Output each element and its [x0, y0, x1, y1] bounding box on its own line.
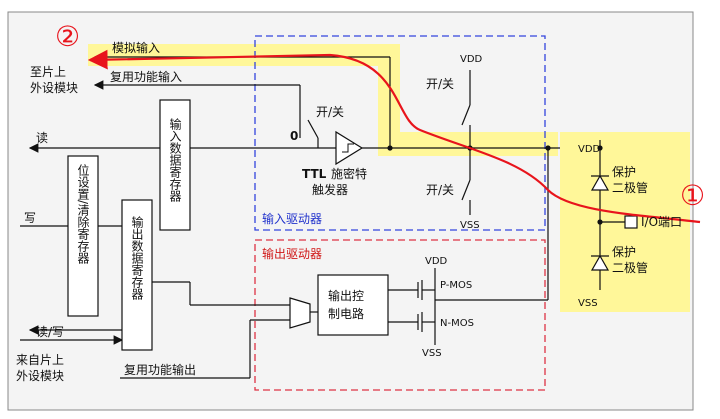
- vss-top-label: VSS: [460, 220, 480, 231]
- read-label: 读: [36, 131, 48, 145]
- output-driver-label: 输出驱动器: [262, 246, 322, 261]
- mos-transistors: [417, 280, 435, 332]
- switch-low-label: 开/关: [426, 183, 454, 197]
- analog-input-label: 模拟输入: [112, 40, 160, 55]
- schmitt-trigger-symbol: [318, 130, 364, 166]
- red-signal-path: [87, 49, 701, 224]
- switch-top-label: 开/关: [316, 105, 344, 119]
- from-onchip-line2: 外设模块: [16, 369, 64, 383]
- mux-shape: [289, 297, 311, 329]
- vdd-mos-label: VDD: [425, 256, 448, 267]
- circle-1-label: ①: [680, 179, 705, 212]
- protect-bot-line2: 二极管: [612, 260, 648, 275]
- vss-right-label: VSS: [578, 298, 598, 309]
- bit-set-clear-register-label: 位设置/清除寄存器: [76, 163, 90, 265]
- io-pin-label: I/O端口: [641, 215, 682, 229]
- output-ctrl-line2: 制电路: [328, 306, 364, 321]
- write-label: 写: [24, 211, 36, 225]
- alt-func-input-label: 复用功能输入: [110, 69, 182, 84]
- highlight-regions: [88, 44, 690, 312]
- bit-set-clear-register: [67, 155, 99, 317]
- io-pin-box: [624, 215, 638, 229]
- ttl-prefix: TTL: [302, 167, 327, 181]
- alt-func-output-label: 复用功能输出: [124, 362, 196, 377]
- vss-mos-label: VSS: [422, 348, 442, 359]
- to-onchip-line1: 至片上: [30, 65, 66, 79]
- output-data-register-label: 输出数据寄存器: [130, 215, 144, 301]
- circle-2-label: ②: [55, 20, 80, 53]
- vdd-right-label: VDD: [578, 144, 601, 155]
- junction-dots: [387, 145, 603, 225]
- input-driver-label: 输入驱动器: [262, 211, 322, 226]
- output-ctrl-line1: 输出控: [328, 288, 364, 303]
- vdd-top-label: VDD: [460, 54, 483, 65]
- to-onchip-line2: 外设模块: [30, 81, 78, 95]
- input-data-register: [159, 99, 191, 231]
- pmos-label: P-MOS: [440, 280, 472, 291]
- protect-bot-line1: 保护: [612, 245, 636, 259]
- output-driver-box: [254, 239, 546, 391]
- switch-symbols: [307, 104, 471, 201]
- zero-label: 0: [290, 129, 298, 143]
- ttl-line2: 触发器: [312, 182, 348, 197]
- protect-top-line1: 保护: [612, 165, 636, 179]
- from-onchip-line1: 来自片上: [16, 353, 64, 367]
- input-driver-box: [254, 35, 546, 231]
- read-write-label: 读/写: [36, 325, 64, 339]
- ttl-rest: 施密特: [331, 166, 367, 181]
- switch-mid-label: 开/关: [426, 77, 454, 91]
- input-data-register-label: 输入数据寄存器: [168, 117, 182, 203]
- protect-top-line2: 二极管: [612, 180, 648, 195]
- nmos-label: N-MOS: [440, 318, 474, 329]
- output-data-register: [121, 199, 153, 351]
- protection-diodes: [590, 140, 610, 271]
- output-control-circuit: [317, 274, 389, 336]
